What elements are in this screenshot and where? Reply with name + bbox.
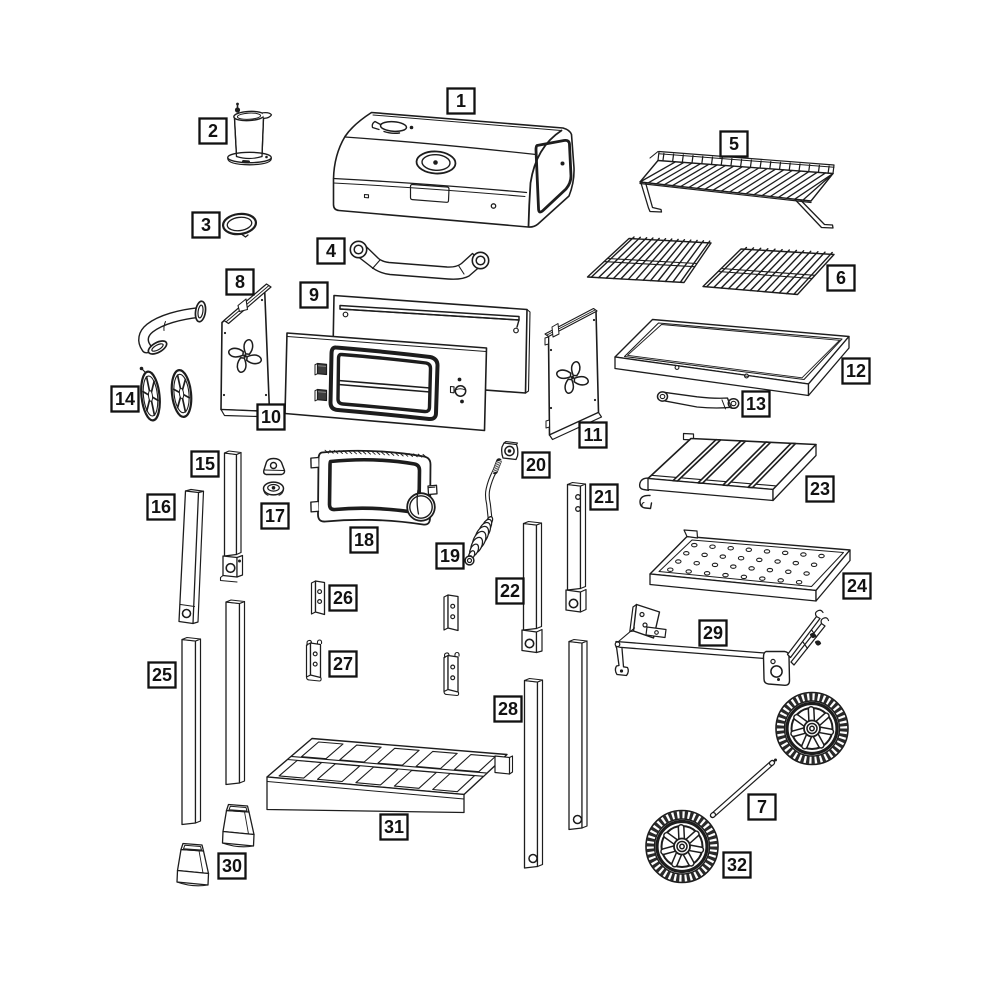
svg-text:5: 5 [729,134,739,154]
svg-text:8: 8 [235,272,245,292]
svg-text:20: 20 [526,455,546,475]
svg-text:32: 32 [727,855,747,875]
svg-text:12: 12 [846,361,866,381]
svg-text:24: 24 [847,576,867,596]
svg-text:4: 4 [326,241,336,261]
svg-text:21: 21 [594,487,614,507]
svg-text:30: 30 [222,856,242,876]
svg-text:14: 14 [115,389,135,409]
svg-text:28: 28 [498,699,518,719]
svg-text:7: 7 [757,797,767,817]
svg-text:27: 27 [333,654,353,674]
svg-text:23: 23 [810,479,830,499]
svg-text:31: 31 [384,817,404,837]
svg-text:3: 3 [201,215,211,235]
svg-text:6: 6 [836,268,846,288]
svg-text:15: 15 [195,454,215,474]
svg-text:11: 11 [583,425,602,445]
svg-text:18: 18 [354,530,374,550]
svg-text:9: 9 [309,285,319,305]
svg-text:25: 25 [152,665,172,685]
svg-text:19: 19 [440,546,460,566]
svg-text:13: 13 [746,394,766,414]
svg-text:10: 10 [261,407,281,427]
svg-text:16: 16 [151,497,171,517]
svg-text:26: 26 [333,588,353,608]
svg-text:22: 22 [500,581,520,601]
svg-text:17: 17 [265,506,285,526]
svg-text:29: 29 [703,623,723,643]
svg-text:1: 1 [456,91,466,111]
svg-text:2: 2 [208,121,218,141]
